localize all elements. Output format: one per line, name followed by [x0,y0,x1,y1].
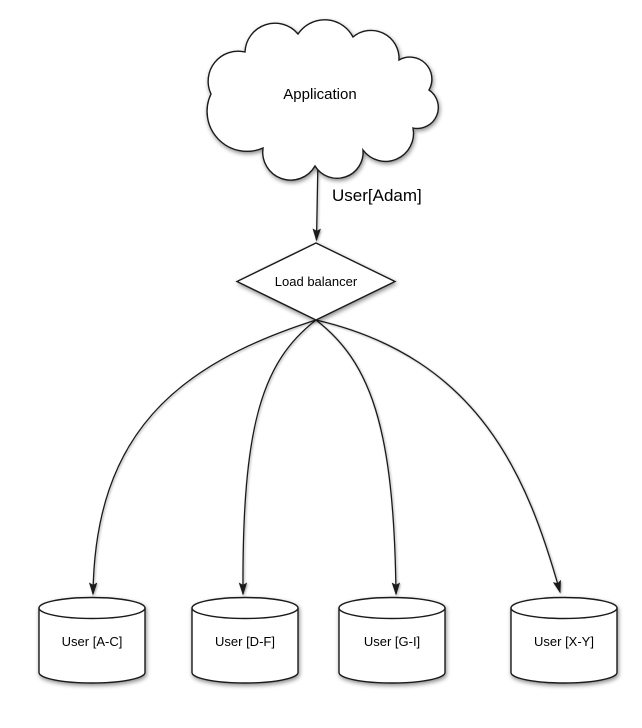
application-node [206,19,439,181]
cylinder-body [510,608,618,684]
cylinder-top [338,596,446,620]
cylinder-body [191,608,299,684]
cylinder-top [38,596,146,620]
loadbalancer-to-shard-x-y-arrow [315,319,561,594]
loadbalancer-to-shard-g-i-arrow [315,319,401,596]
shard-label-d-f: User [D-F] [215,634,275,649]
labels-layer: Application User[Adam] Load balancer Use… [62,86,594,649]
shard-label-a-c: User [A-C] [62,634,123,649]
cylinder-top [510,596,618,620]
loadbalancer-to-shard-d-f-arrow [238,319,317,596]
cylinder-body [338,608,446,684]
diamond-shape [235,242,397,321]
application-label: Application [283,86,356,103]
edges-layer [88,159,561,596]
shard-label-g-i: User [G-I] [364,634,420,649]
load-balancer-node [235,242,397,321]
load-balancer-label: Load balancer [275,274,358,289]
shard-node-x-y [510,596,618,684]
shapes-layer [38,19,618,684]
shard-node-g-i [338,596,446,684]
edge-label-user-adam: User[Adam] [332,186,422,205]
cloud-shape [206,19,439,181]
cylinder-body [38,608,146,684]
shard-node-a-c [38,596,146,684]
shard-label-x-y: User [X-Y] [534,634,594,649]
shard-node-d-f [191,596,299,684]
app-to-loadbalancer-arrow [312,159,321,242]
loadbalancer-to-shard-a-c-arrow [88,319,317,596]
cylinder-top [191,596,299,620]
